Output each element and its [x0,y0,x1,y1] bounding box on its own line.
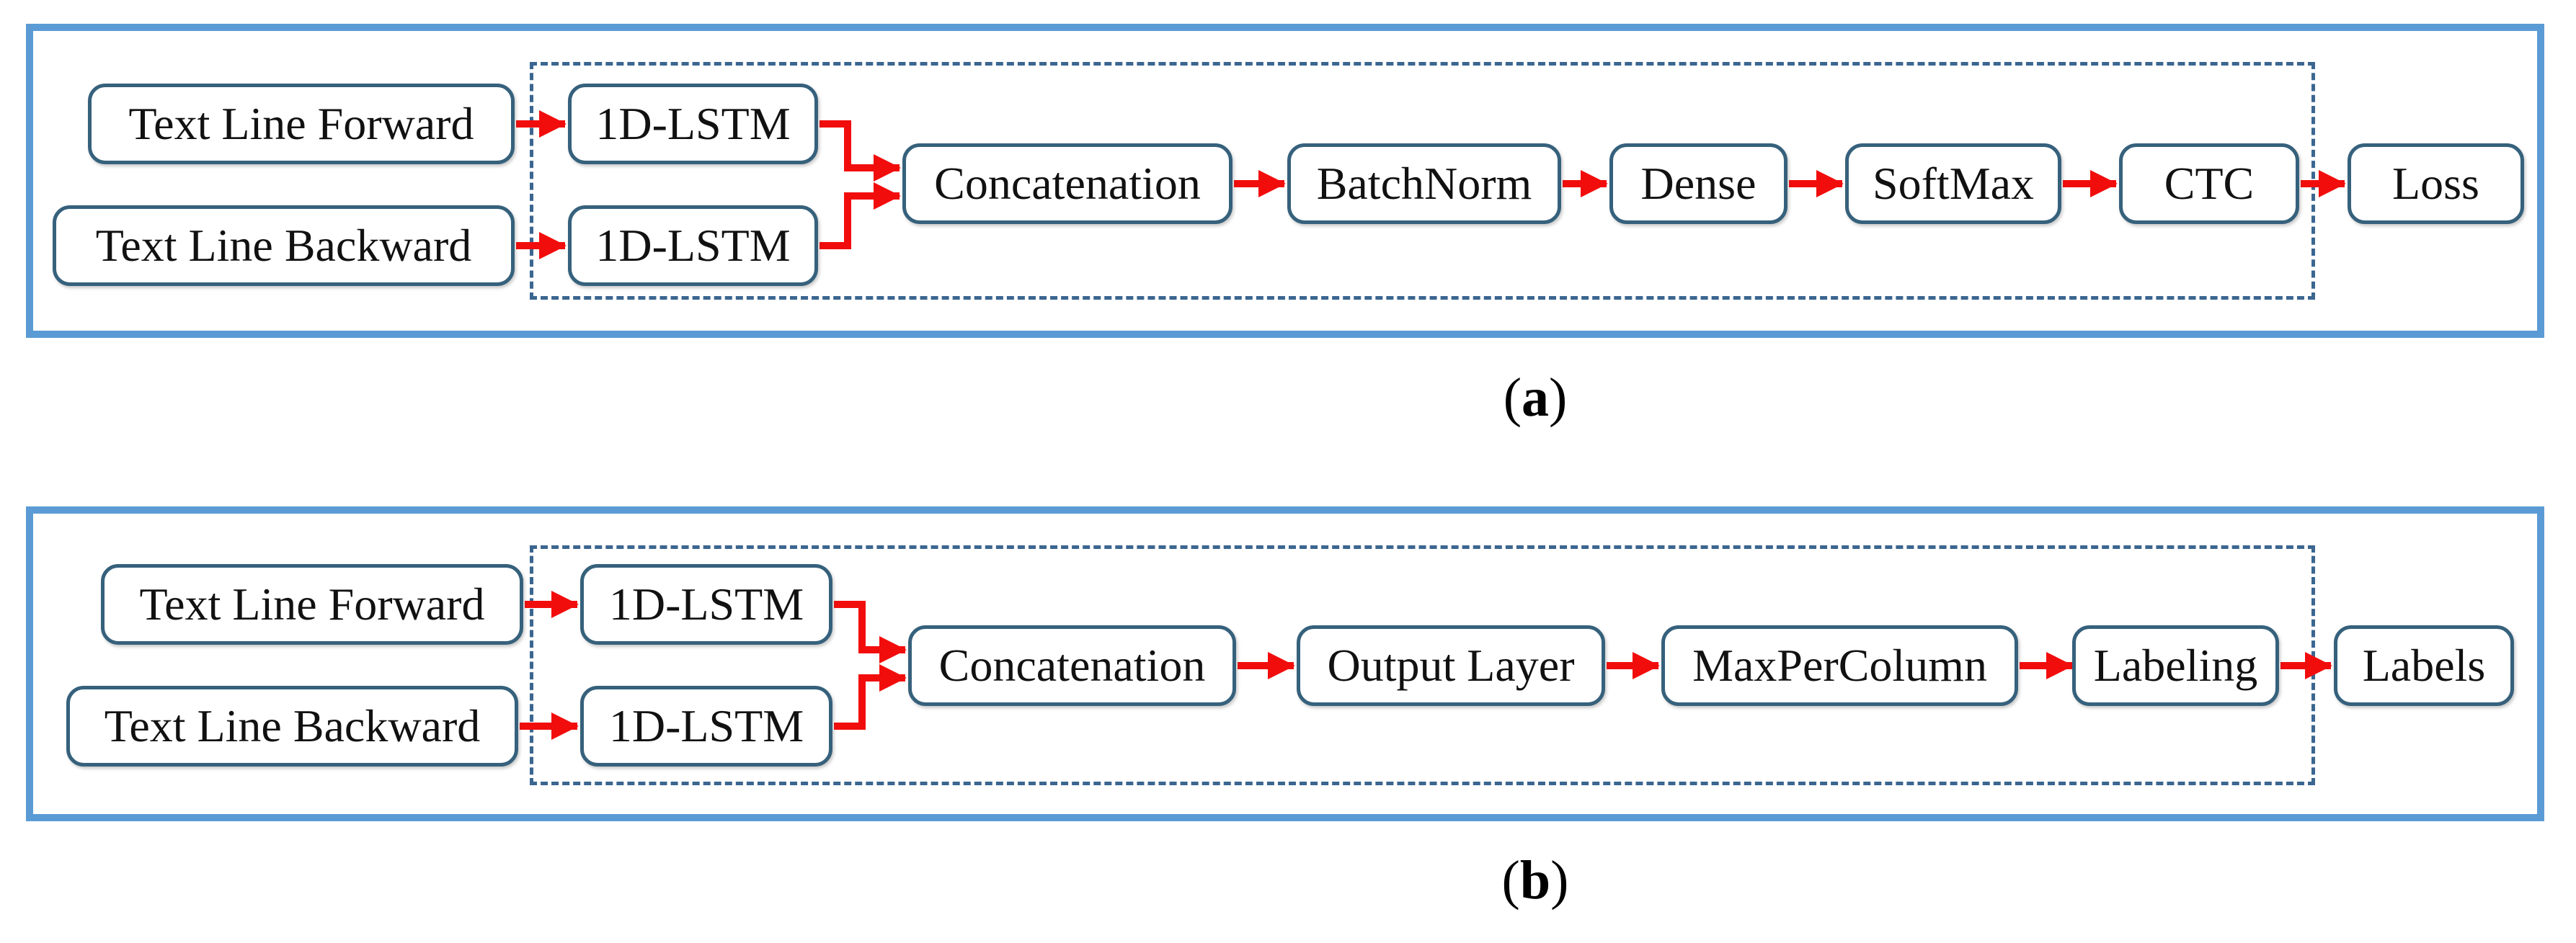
caption-b: (b) [1449,843,1622,918]
caption-a-close: ) [1549,367,1568,428]
node-a-ctc: CTC [2119,143,2299,224]
node-b-text-line-backward: Text Line Backward [66,686,518,767]
panel-b-frame [26,506,2544,821]
caption-a-letter: a [1522,367,1549,428]
node-a-loss: Loss [2348,143,2524,224]
node-a-text-line-backward: Text Line Backward [53,205,515,286]
panel-a-frame [26,24,2544,338]
node-a-dense: Dense [1609,143,1787,224]
caption-a-open: ( [1503,367,1522,428]
node-a-lstm-bottom: 1D-LSTM [568,205,818,286]
node-b-labels: Labels [2334,625,2514,706]
caption-a: (a) [1449,360,1622,435]
node-b-text-line-forward: Text Line Forward [101,564,523,645]
caption-b-close: ) [1550,850,1569,911]
node-b-lstm-bottom: 1D-LSTM [580,686,832,767]
node-a-concatenation: Concatenation [902,143,1233,224]
node-b-labeling: Labeling [2072,625,2279,706]
caption-b-letter: b [1519,850,1551,911]
node-a-batchnorm: BatchNorm [1287,143,1561,224]
node-a-text-line-forward: Text Line Forward [88,84,515,164]
node-b-maxpercolumn: MaxPerColumn [1661,625,2018,706]
node-a-lstm-top: 1D-LSTM [568,84,818,164]
caption-b-open: ( [1501,850,1520,911]
node-b-output-layer: Output Layer [1297,625,1605,706]
node-b-concatenation: Concatenation [908,625,1236,706]
node-a-softmax: SoftMax [1845,143,2061,224]
node-b-lstm-top: 1D-LSTM [580,564,832,645]
